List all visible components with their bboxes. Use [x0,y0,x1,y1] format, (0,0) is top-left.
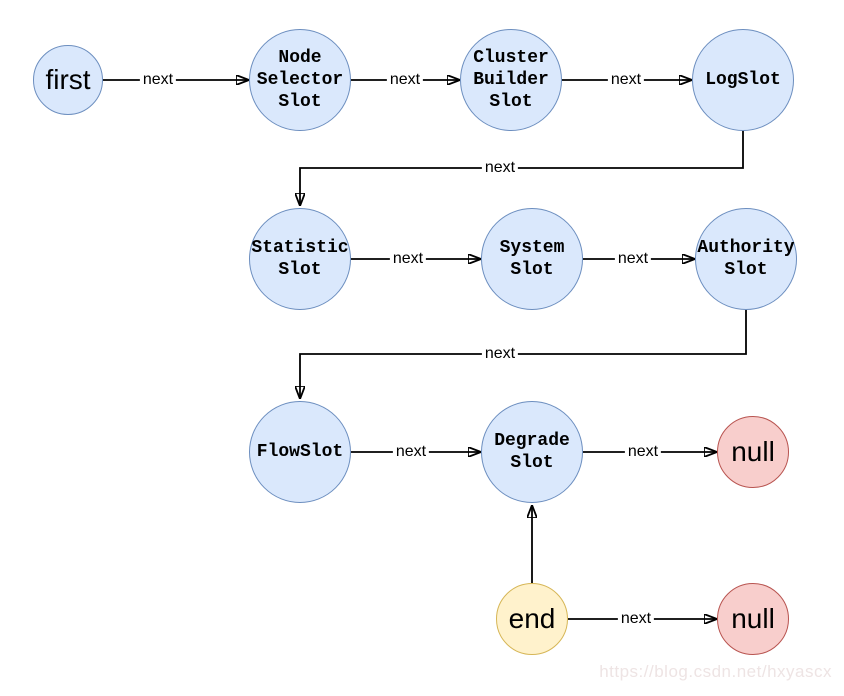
watermark-text: https://blog.csdn.net/hxyascx [599,662,832,681]
edge-label-next: next [481,159,519,177]
edge-log-slot-to-statistic-slot [300,131,744,206]
node-node-selector-slot: Node Selector Slot [249,29,351,131]
node-log-slot: LogSlot [692,29,794,131]
edge-authority-to-flow-slot [300,310,747,399]
node-authority-slot-label: Authority Slot [697,238,795,280]
node-log-slot-label: LogSlot [705,70,781,90]
node-flow-slot-label: FlowSlot [256,442,344,462]
node-statistic-slot: Statistic Slot [249,208,351,310]
node-authority-slot: Authority Slot [695,208,797,310]
node-null-after-end: null [717,583,789,655]
edge-label-next: next [617,610,655,628]
node-null-label: null [731,436,775,467]
edge-label-next: next [389,250,427,268]
node-cluster-builder-slot-label: Cluster Builder Slot [473,48,549,112]
edge-label-next: next [386,71,424,89]
node-system-slot: System Slot [481,208,583,310]
node-null-label: null [731,603,775,634]
node-node-selector-slot-label: Node Selector Slot [256,48,344,112]
node-statistic-slot-label: Statistic Slot [251,238,349,280]
node-degrade-slot-label: Degrade Slot [494,431,570,473]
node-first-label: first [45,64,91,95]
node-first: first [33,45,103,115]
edge-label-next: next [392,443,430,461]
edge-label-next: next [481,345,519,363]
edge-label-next: next [624,443,662,461]
node-degrade-slot: Degrade Slot [481,401,583,503]
node-null-after-degrade: null [717,416,789,488]
edge-label-next: next [614,250,652,268]
node-system-slot-label: System Slot [499,238,565,280]
node-cluster-builder-slot: Cluster Builder Slot [460,29,562,131]
node-end-label: end [508,603,556,634]
node-flow-slot: FlowSlot [249,401,351,503]
node-end: end [496,583,568,655]
edge-label-next: next [139,71,177,89]
edge-label-next: next [607,71,645,89]
